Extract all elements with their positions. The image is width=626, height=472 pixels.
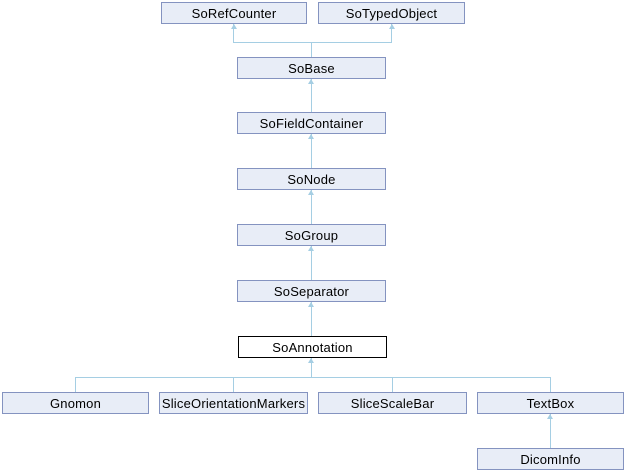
class-node-sofieldcontainer[interactable]: SoFieldContainer — [237, 112, 386, 134]
edge-arrowhead — [231, 24, 237, 29]
edge-line — [311, 302, 312, 336]
edge-arrowhead — [389, 24, 395, 29]
edge-line — [233, 24, 234, 42]
class-node-sobase[interactable]: SoBase — [237, 57, 386, 79]
edge-arrowhead — [308, 134, 314, 139]
edge-line — [311, 42, 312, 57]
edge-arrowhead — [308, 190, 314, 195]
class-node-soannotation-current: SoAnnotation — [238, 336, 387, 358]
class-node-slicescalebar[interactable]: SliceScaleBar — [318, 392, 467, 414]
edge-line — [311, 190, 312, 224]
class-node-sotypedobject[interactable]: SoTypedObject — [318, 2, 465, 24]
edge-line — [391, 24, 392, 42]
edge-line — [311, 246, 312, 280]
class-node-textbox[interactable]: TextBox — [477, 392, 624, 414]
class-node-sliceorientationmarkers[interactable]: SliceOrientationMarkers — [159, 392, 308, 414]
class-node-gnomon[interactable]: Gnomon — [2, 392, 149, 414]
edge-line — [550, 414, 551, 448]
class-node-dicominfo[interactable]: DicomInfo — [477, 448, 624, 470]
edge-arrowhead — [308, 79, 314, 84]
edge-arrowhead — [547, 414, 553, 419]
class-node-sorefcounter[interactable]: SoRefCounter — [161, 2, 307, 24]
edge-arrowhead — [308, 358, 314, 363]
edge-line — [233, 42, 392, 43]
edge-line — [75, 377, 551, 378]
class-node-sogroup[interactable]: SoGroup — [237, 224, 386, 246]
edge-line — [311, 134, 312, 168]
edge-line — [550, 377, 551, 392]
edge-line — [311, 79, 312, 112]
edge-arrowhead — [308, 302, 314, 307]
class-node-sonode[interactable]: SoNode — [237, 168, 386, 190]
edge-line — [233, 377, 234, 392]
edge-line — [311, 358, 312, 377]
edge-line — [392, 377, 393, 392]
class-node-soseparator[interactable]: SoSeparator — [237, 280, 386, 302]
edge-line — [75, 377, 76, 392]
edge-arrowhead — [308, 246, 314, 251]
